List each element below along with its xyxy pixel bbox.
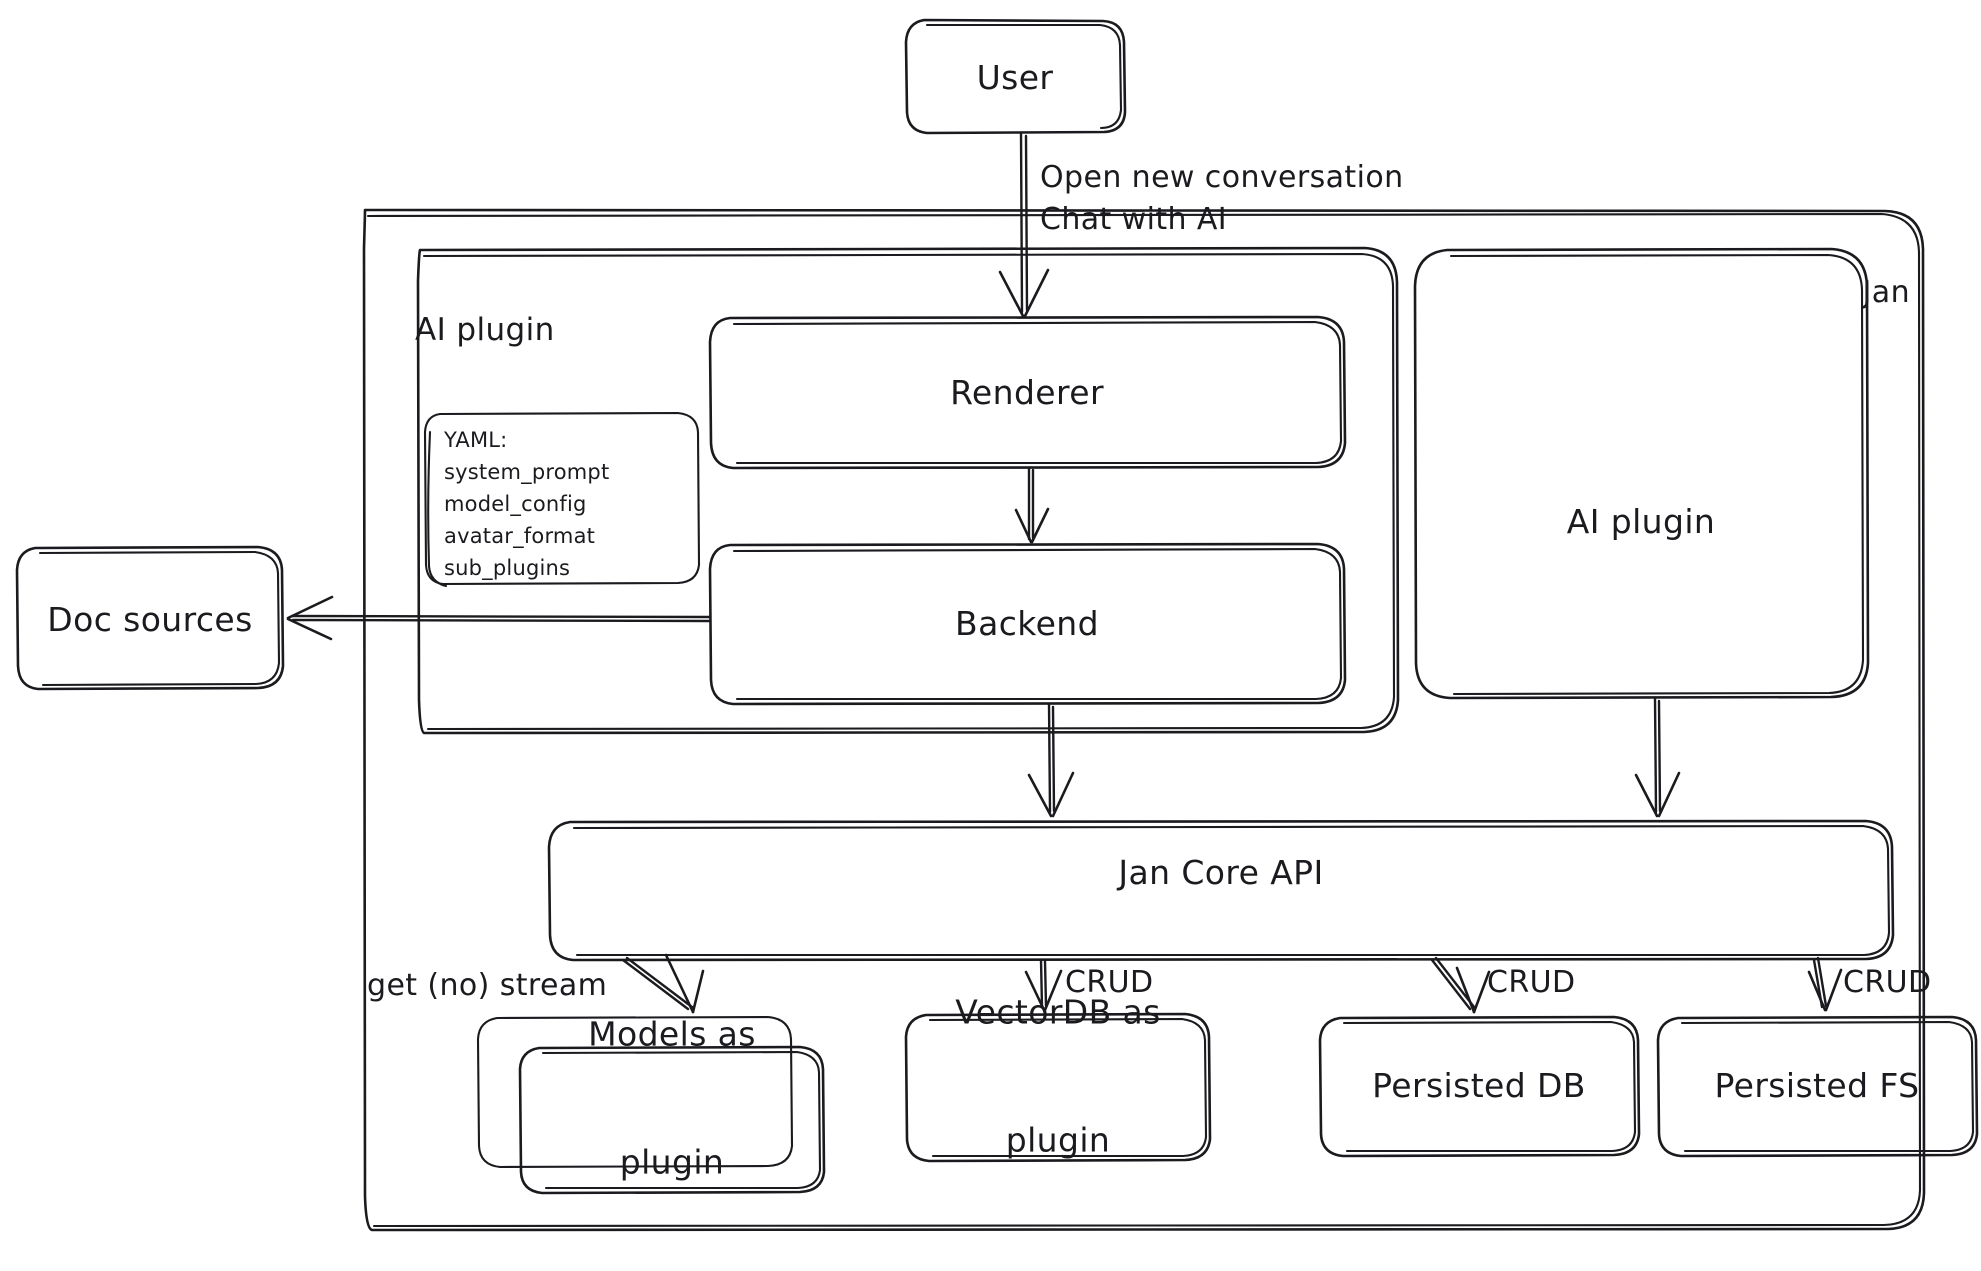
- node-yaml-note-line-4: sub_plugins: [444, 556, 571, 580]
- node-vectordb-as-plugin-label: VectorDB as plugin: [955, 905, 1161, 1248]
- node-vectordb-as-plugin-label-line2: plugin: [1005, 1120, 1111, 1160]
- node-vectordb-as-plugin-label-line1: VectorDB as: [955, 992, 1161, 1032]
- edge-jan-core-api-to-persisted-db: [1430, 956, 1491, 1014]
- edge-user-to-renderer: [998, 131, 1050, 318]
- node-models-as-plugin-outline: [476, 1015, 826, 1195]
- edge-jan-core-api-to-vectordb: [1024, 958, 1063, 1012]
- node-ai-plugin-outline: [1413, 247, 1870, 700]
- edge-jan-core-api-to-persisted-fs: [1807, 956, 1843, 1012]
- container-jan-outline: [362, 208, 1926, 1232]
- node-yaml-note-line-2: model_config: [444, 492, 587, 516]
- node-jan-core-api-label: Jan Core API: [1118, 852, 1324, 892]
- node-yaml-note-outline: [423, 411, 701, 588]
- node-persisted-db-outline: [1318, 1015, 1641, 1158]
- container-ai-plugin-outline: [416, 246, 1400, 735]
- node-models-as-plugin-label: Models as plugin: [588, 927, 756, 1270]
- node-persisted-fs-outline: [1656, 1015, 1979, 1158]
- container-ai-plugin-label: AI plugin: [415, 312, 555, 348]
- edge-label-crud-vectordb: CRUD: [1065, 965, 1154, 1000]
- node-models-as-plugin-label-line1: Models as: [588, 1014, 756, 1054]
- node-backend-outline: [708, 542, 1347, 706]
- container-jan-label: Jan: [1862, 275, 1910, 310]
- node-user-outline: [904, 18, 1127, 135]
- node-backend-label: Backend: [955, 603, 1099, 643]
- node-models-as-plugin-label-line2: plugin: [619, 1142, 725, 1182]
- edge-jan-core-api-to-models: [621, 953, 705, 1014]
- edge-renderer-to-backend: [1014, 466, 1050, 544]
- edge-ai-plugin-to-jan-core-api: [1634, 696, 1681, 818]
- node-jan-core-api-outline: [547, 819, 1895, 962]
- node-persisted-db-label: Persisted DB: [1372, 1065, 1586, 1105]
- edge-label-user-to-renderer-line1: Open new conversation: [1040, 160, 1404, 195]
- node-persisted-fs-label: Persisted FS: [1714, 1065, 1920, 1105]
- node-renderer-label: Renderer: [950, 372, 1104, 412]
- node-ai-plugin-label: AI plugin: [1566, 501, 1716, 541]
- node-yaml-note-line-0: YAML:: [444, 428, 508, 452]
- node-vectordb-as-plugin-outline: [904, 1012, 1212, 1163]
- edge-backend-to-doc-sources: [286, 595, 712, 641]
- edge-label-crud-persisted-db: CRUD: [1487, 965, 1576, 1000]
- edge-backend-to-jan-core-api: [1027, 702, 1075, 818]
- node-yaml-note-line-3: avatar_format: [444, 524, 596, 548]
- node-renderer-outline: [708, 315, 1347, 470]
- edge-label-crud-persisted-fs: CRUD: [1843, 965, 1932, 1000]
- node-doc-sources-label: Doc sources: [47, 599, 253, 639]
- node-yaml-note-line-1: system_prompt: [444, 460, 610, 484]
- node-user-label: User: [976, 57, 1054, 97]
- node-doc-sources-outline: [15, 545, 285, 691]
- edge-label-user-to-renderer-line2: Chat with AI: [1040, 202, 1227, 237]
- edge-label-get-no-stream: get (no) stream: [367, 968, 608, 1003]
